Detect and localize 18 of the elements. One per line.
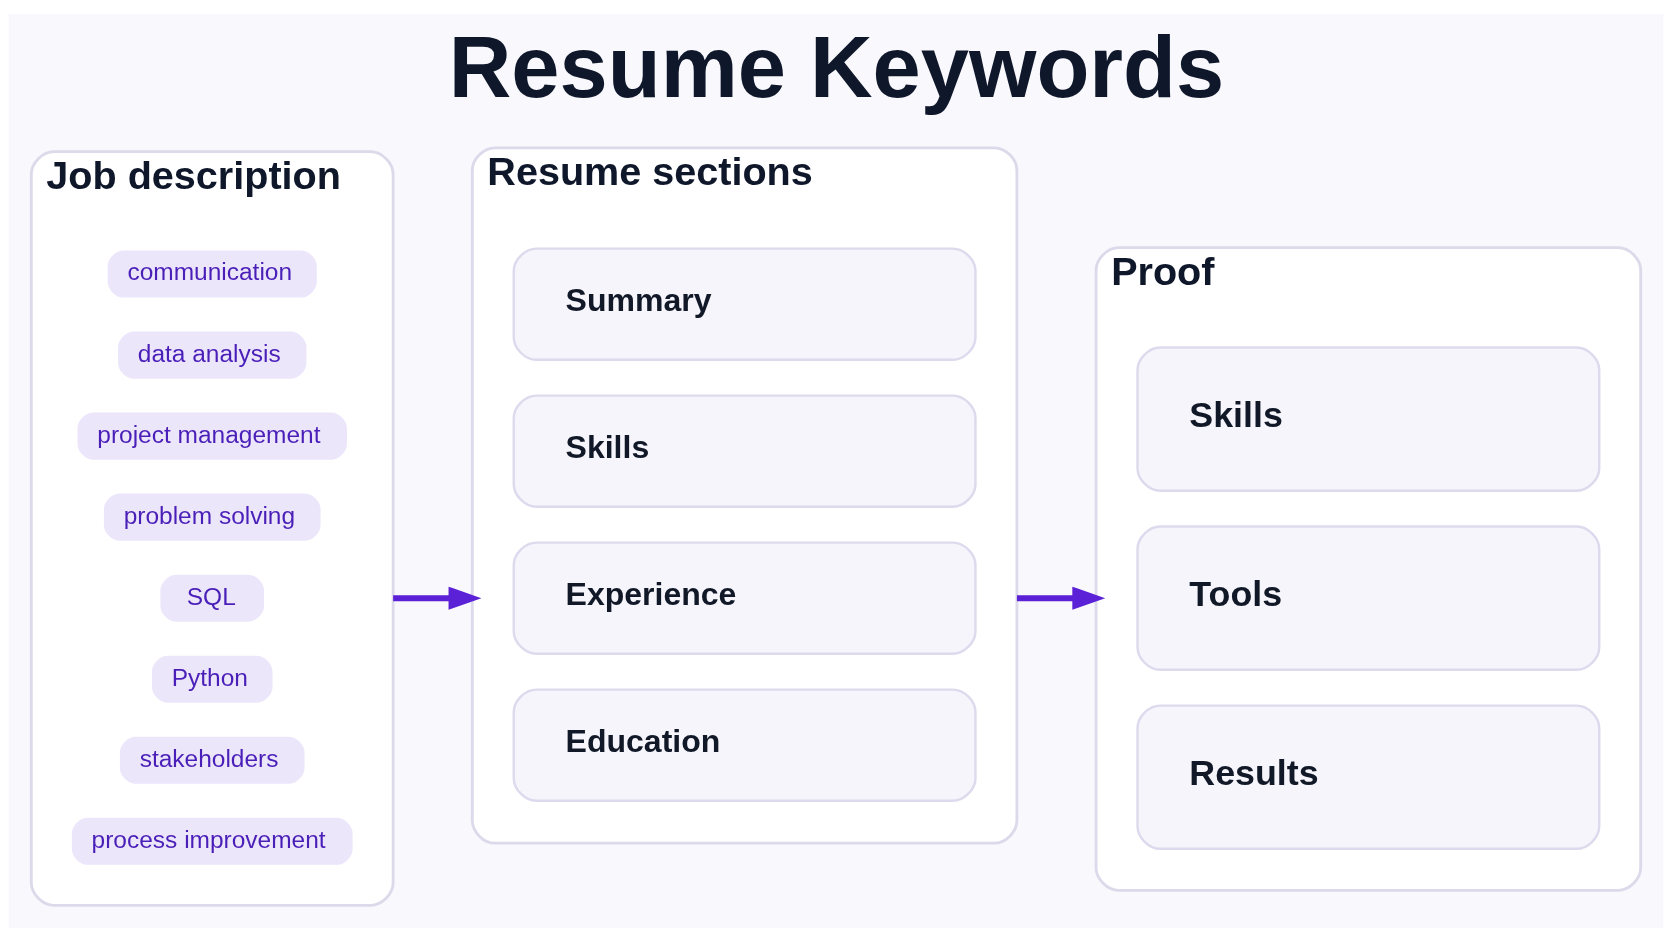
- node-box: Results: [1136, 703, 1601, 850]
- node-box: stakeholders: [119, 736, 305, 784]
- arrow: [393, 586, 482, 610]
- node-box: Skills: [1136, 345, 1601, 492]
- node-box: Skills: [512, 393, 977, 508]
- node-box: Tools: [1136, 524, 1601, 671]
- diagram-title: Resume Keywords: [448, 18, 1225, 115]
- node-box: project management: [77, 412, 347, 460]
- node-box: problem solving: [103, 493, 321, 541]
- node-box: SQL: [160, 574, 265, 622]
- node-box: Summary: [512, 246, 977, 361]
- node-box: data analysis: [118, 331, 307, 379]
- node-box: process improvement: [71, 817, 353, 865]
- node-box: Experience: [512, 540, 977, 655]
- node-box: Python: [151, 655, 273, 703]
- node-box: Education: [512, 687, 977, 802]
- arrow: [1016, 586, 1106, 610]
- node-box: communication: [107, 250, 317, 298]
